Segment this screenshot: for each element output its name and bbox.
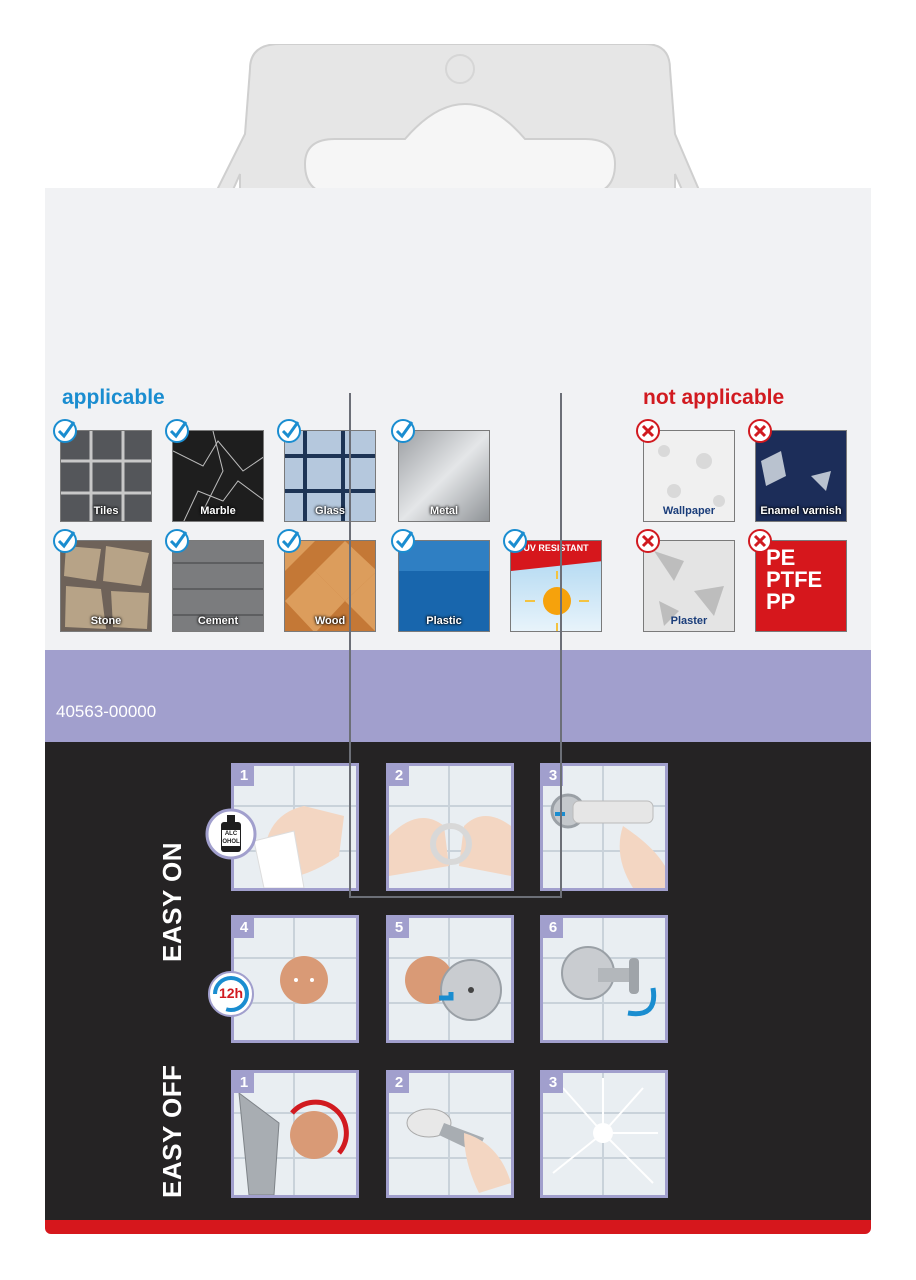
cross-icon [636,419,660,443]
easy-on-step: 2 [386,763,514,891]
check-icon [53,419,77,443]
easy-on-step: 5 [386,915,514,1043]
article-number: 40563-00000 [56,702,157,721]
surface-marble: Marble [172,430,264,522]
wait-12h-icon: 12h [207,970,255,1018]
surface-plastic: Plastic [398,540,490,632]
check-icon [53,529,77,553]
uv-resistant-badge: UV RESISTANT [510,540,602,632]
box-red-strip [45,1220,871,1234]
cross-icon [748,419,772,443]
cross-icon [748,529,772,553]
check-icon [277,529,301,553]
surface-plaster: Plaster [643,540,735,632]
pe-label: PE [766,545,796,570]
wire-right [560,393,562,898]
applicable-title: applicable [62,386,165,409]
check-icon [277,419,301,443]
surface-glass: Glass [284,430,376,522]
surface-tiles: Tiles [60,430,152,522]
uv-resistant-label: UV RESISTANT [523,543,589,553]
surface-pe-ptfe-pp: PE PTFE PP [755,540,847,632]
surface-cement: Cement [172,540,264,632]
easy-on-step: 1 [231,763,359,891]
box-purple-band [45,650,871,742]
check-icon [165,419,189,443]
easy-off-title: EASY OFF [157,1064,187,1198]
check-icon [165,529,189,553]
easy-off-step: 3 [540,1070,668,1198]
surface-stone: Stone [60,540,152,632]
wire-bottom [349,896,562,898]
surface-wood: Wood [284,540,376,632]
alcohol-bottle-icon: ALC OHOL [205,808,257,860]
check-icon [503,529,527,553]
check-icon [391,529,415,553]
pp-label: PP [766,589,796,614]
surface-enamel-varnish: Enamel varnish [755,430,847,522]
ptfe-label: PTFE [766,567,823,592]
surface-wallpaper: Wallpaper [643,430,735,522]
not-applicable-title: not applicable [643,386,785,409]
surface-metal: Metal [398,430,490,522]
easy-off-step: 1 [231,1070,359,1198]
easy-on-title: EASY ON [157,841,187,962]
cross-icon [636,529,660,553]
alcohol-label: ALC OHOL [222,831,240,845]
check-icon [391,419,415,443]
easy-on-step: 6 [540,915,668,1043]
wire-left [349,393,351,898]
easy-off-step: 2 [386,1070,514,1198]
